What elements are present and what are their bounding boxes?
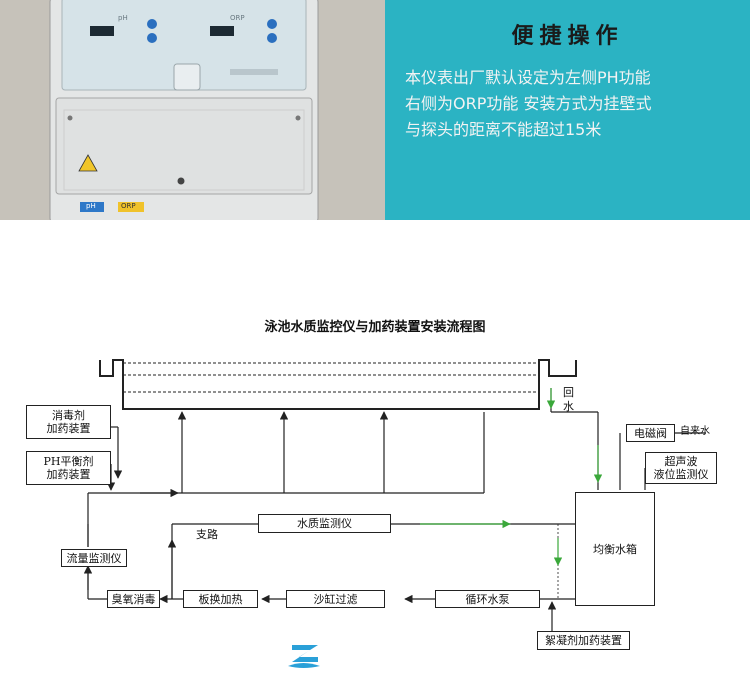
ultrasonic-level-monitor-box: 超声波 液位监测仪 bbox=[645, 452, 717, 484]
orp-down-button-icon bbox=[267, 33, 277, 43]
installation-flow-diagram: 泳池水质监控仪与加药装置安装流程图 bbox=[0, 220, 750, 679]
circulation-pump-box: 循环水泵 bbox=[435, 590, 540, 608]
ph-display bbox=[90, 26, 114, 36]
ozone-label: 臭氧消毒 bbox=[111, 592, 156, 606]
panel-line-2: 右侧为ORP功能 安装方式为挂壁式 bbox=[405, 94, 652, 113]
orp-display bbox=[210, 26, 234, 36]
ultrasonic-label-2: 液位监测仪 bbox=[653, 468, 709, 481]
ph-up-button-icon bbox=[147, 19, 157, 29]
ph-down-button-icon bbox=[147, 33, 157, 43]
solenoid-valve-label: 电磁阀 bbox=[634, 426, 667, 440]
ph-tag-text: pH bbox=[86, 202, 96, 210]
ph-balancer-label-1: PH平衡剂 bbox=[43, 455, 94, 468]
balance-tank-box: 均衡水箱 bbox=[575, 492, 655, 606]
orp-label: ORP bbox=[230, 14, 245, 22]
disinfectant-dosing-box: 消毒剂 加药装置 bbox=[26, 405, 111, 439]
branch-label: 支路 bbox=[196, 528, 218, 541]
sand-filter-label: 沙缸过滤 bbox=[313, 592, 358, 606]
ultrasonic-label-1: 超声波 bbox=[664, 455, 698, 468]
return-water-label-2: 水 bbox=[563, 400, 574, 413]
ozone-box: 臭氧消毒 bbox=[107, 590, 160, 608]
return-water-label-1: 回 bbox=[563, 386, 574, 399]
flocculant-dosing-box: 絮凝剂加药装置 bbox=[537, 631, 630, 650]
solenoid-valve-box: 电磁阀 bbox=[626, 424, 675, 442]
ph-balancer-label-2: 加药装置 bbox=[46, 468, 91, 481]
water-quality-monitor-box: 水质监测仪 bbox=[258, 514, 391, 533]
panel-title: 便捷操作 bbox=[511, 23, 624, 49]
disinfectant-label-1: 消毒剂 bbox=[52, 409, 85, 422]
balance-tank-label: 均衡水箱 bbox=[593, 542, 637, 556]
sand-filter-box: 沙缸过滤 bbox=[286, 590, 385, 608]
panel-line-1: 本仪表出厂默认设定为左侧PH功能 bbox=[405, 68, 651, 87]
brand-logo-icon bbox=[288, 645, 320, 668]
screw-icon bbox=[177, 177, 185, 185]
flow-monitor-label: 流量监测仪 bbox=[66, 551, 122, 565]
disinfectant-label-2: 加药装置 bbox=[46, 422, 91, 435]
flow-lines bbox=[83, 359, 706, 668]
orp-tag-text: ORP bbox=[121, 202, 136, 210]
device-photo: pH ORP pH ORP bbox=[0, 0, 385, 220]
warning-icon bbox=[78, 154, 98, 172]
feature-panel: 便捷操作 本仪表出厂默认设定为左侧PH功能 右侧为ORP功能 安装方式为挂壁式 … bbox=[385, 0, 750, 220]
pool-outline bbox=[99, 359, 577, 410]
orp-tag bbox=[118, 202, 144, 212]
circulation-pump-label: 循环水泵 bbox=[465, 592, 510, 606]
ph-tag bbox=[80, 202, 104, 212]
tap-water-label: 自来水 bbox=[680, 426, 710, 437]
ph-balancer-dosing-box: PH平衡剂 加药装置 bbox=[26, 451, 111, 485]
diagram-title: 泳池水质监控仪与加药装置安装流程图 bbox=[264, 320, 486, 335]
flocculant-label: 絮凝剂加药装置 bbox=[545, 634, 622, 647]
panel-line-3: 与探头的距离不能超过15米 bbox=[405, 120, 602, 139]
flow-monitor-box: 流量监测仪 bbox=[61, 549, 127, 567]
ph-label: pH bbox=[118, 14, 128, 22]
device-illustration bbox=[0, 0, 385, 220]
orp-up-button-icon bbox=[267, 19, 277, 29]
plate-heat-label: 板换加热 bbox=[198, 592, 243, 606]
water-quality-monitor-label: 水质监测仪 bbox=[297, 517, 352, 530]
plate-heat-box: 板换加热 bbox=[183, 590, 258, 608]
